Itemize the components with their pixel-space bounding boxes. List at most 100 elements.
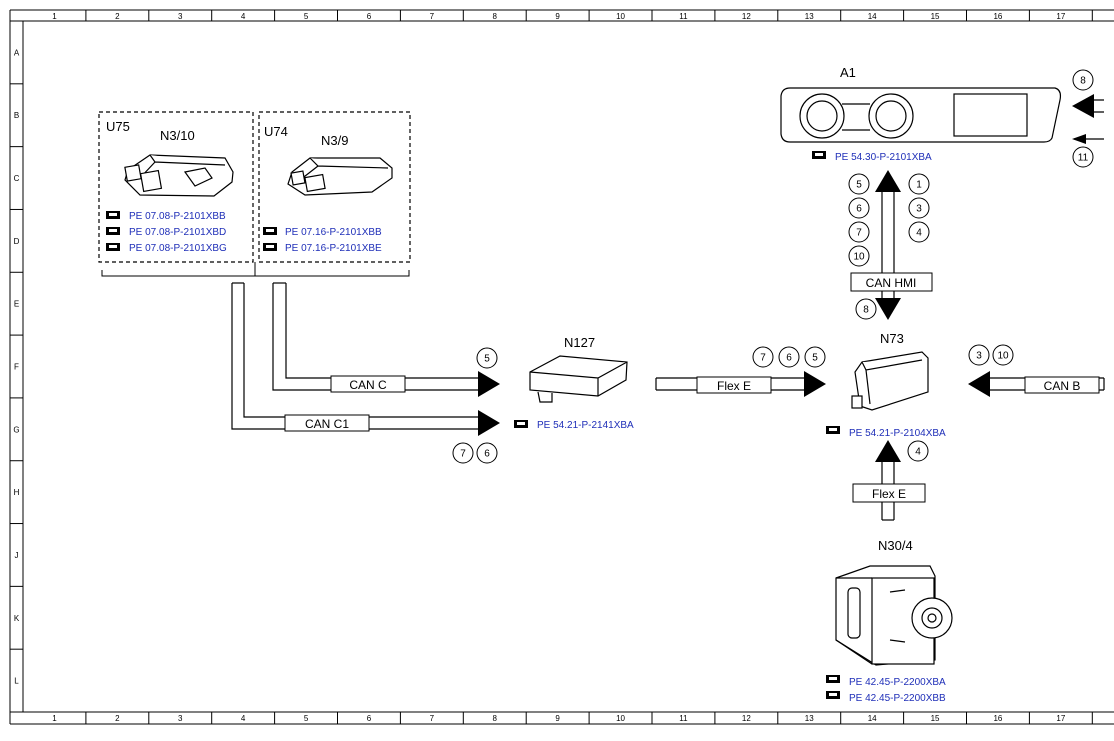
grid-row-label: G (13, 425, 19, 434)
grid-row-label: B (14, 111, 19, 120)
can-hmi-box (850, 272, 933, 292)
grid-row-label: A (14, 48, 20, 57)
flex-e-v-box (852, 483, 926, 503)
grid-column-label-bottom: 15 (931, 714, 940, 723)
signal-marker-hmi-left: 5 (848, 173, 870, 195)
a1-instrument-cluster (780, 87, 1062, 143)
grid-column-label-bottom: 12 (742, 714, 751, 723)
can-c1-box (284, 414, 370, 432)
signal-marker-can-c1: 7 (452, 442, 474, 464)
n30-4-ref-1[interactable]: PE 42.45-P-2200XBA (849, 677, 946, 688)
grid-column-label-bottom: 17 (1056, 714, 1065, 723)
svg-text:10: 10 (997, 351, 1009, 362)
a1-ref-1[interactable]: PE 54.30-P-2101XBA (835, 152, 932, 163)
flex-e-h-arrowhead (804, 371, 826, 397)
can-c1-bus (231, 282, 480, 430)
n127-ref-1[interactable]: PE 54.21-P-2141XBA (537, 420, 634, 431)
flex-e-h-box (696, 376, 772, 394)
svg-text:3: 3 (916, 204, 922, 215)
svg-text:8: 8 (863, 305, 869, 316)
signal-marker-flex-e-h: 5 (804, 346, 826, 368)
hand-icon (263, 227, 277, 235)
n30-4-ref-2[interactable]: PE 42.45-P-2200XBB (849, 693, 946, 704)
signal-marker-a1-top: 8 (1072, 69, 1094, 91)
n3-10-control-unit (124, 154, 234, 197)
drawing-frame (9, 9, 1114, 725)
hand-icon (826, 675, 840, 683)
hand-icon (106, 211, 120, 219)
grid-column-label-top: 4 (241, 12, 246, 21)
hand-icon (106, 227, 120, 235)
signal-marker-flex-e-h: 7 (752, 346, 774, 368)
n3-10-ref-3[interactable]: PE 07.08-P-2101XBG (129, 243, 227, 254)
grid-column-label-bottom: 14 (868, 714, 877, 723)
n73-control-unit (851, 351, 929, 411)
svg-text:10: 10 (853, 252, 865, 263)
grid-column-label-top: 3 (178, 12, 183, 21)
can-b-box (1024, 376, 1100, 394)
signal-marker-hmi-down: 8 (855, 298, 877, 320)
n3-10-ref-1[interactable]: PE 07.08-P-2101XBB (129, 211, 226, 222)
n127-label: N127 (564, 335, 595, 350)
grid-column-label-top: 11 (679, 12, 688, 21)
signal-marker-flex-e-v: 4 (907, 440, 929, 462)
signal-marker-can-c1: 6 (476, 442, 498, 464)
can-hmi-up-arrowhead (875, 170, 901, 192)
signal-marker-can-b: 10 (992, 344, 1014, 366)
n3-10-ref-2[interactable]: PE 07.08-P-2101XBD (129, 227, 226, 238)
hand-icon (263, 243, 277, 251)
n73-ref-1[interactable]: PE 54.21-P-2104XBA (849, 428, 946, 439)
svg-text:11: 11 (1078, 153, 1089, 164)
grid-column-label-top: 8 (493, 12, 498, 21)
grid-column-label-bottom: 9 (555, 714, 560, 723)
n127-control-unit (529, 355, 628, 403)
grid-column-label-top: 2 (115, 12, 120, 21)
u75-label: U75 (106, 119, 130, 134)
n30-4-ref-list: PE 42.45-P-2200XBA PE 42.45-P-2200XBB (826, 675, 946, 704)
grid-column-label-top: 7 (430, 12, 435, 21)
n3-9-label: N3/9 (321, 133, 348, 148)
grid-row-label: H (14, 488, 20, 497)
flex-e-v-label: Flex E (872, 487, 906, 501)
grid-column-label-bottom: 11 (679, 714, 688, 723)
grid-column-label-top: 1 (52, 12, 57, 21)
svg-text:7: 7 (760, 353, 766, 364)
can-c-arrowhead (478, 371, 500, 397)
hand-icon (812, 151, 826, 159)
can-b-label: CAN B (1044, 379, 1081, 393)
svg-text:5: 5 (812, 353, 818, 364)
n3-9-ref-2[interactable]: PE 07.16-P-2101XBE (285, 243, 382, 254)
hand-icon (826, 426, 840, 434)
signal-marker-hmi-right: 1 (908, 173, 930, 195)
a1-label: A1 (840, 65, 856, 80)
grid-column-label-top: 9 (555, 12, 560, 21)
can-c-box (330, 375, 406, 393)
signal-marker-hmi-right: 3 (908, 197, 930, 219)
grid-column-label-bottom: 5 (304, 714, 309, 723)
signal-marker-hmi-left: 6 (848, 197, 870, 219)
svg-text:4: 4 (916, 228, 922, 239)
n3-9-ref-1[interactable]: PE 07.16-P-2101XBB (285, 227, 382, 238)
grid-column-label-bottom: 1 (52, 714, 57, 723)
grid-column-label-top: 10 (616, 12, 625, 21)
grid-column-label-top: 14 (868, 12, 877, 21)
module-group (98, 111, 411, 263)
hand-icon (826, 691, 840, 699)
svg-text:6: 6 (856, 204, 862, 215)
can-c1-arrowhead (478, 410, 500, 436)
grid-column-label-top: 13 (805, 12, 814, 21)
svg-text:5: 5 (856, 180, 862, 191)
svg-text:8: 8 (1080, 76, 1086, 87)
n30-4-label: N30/4 (878, 538, 913, 553)
group-bracket (101, 262, 410, 277)
grid-column-label-top: 12 (742, 12, 751, 21)
svg-text:5: 5 (484, 354, 490, 365)
grid-column-label-bottom: 13 (805, 714, 814, 723)
grid-column-label-bottom: 6 (367, 714, 372, 723)
signal-marker-flex-e-h: 6 (778, 346, 800, 368)
grid-column-label-top: 6 (367, 12, 372, 21)
grid-row-label: C (14, 174, 20, 183)
